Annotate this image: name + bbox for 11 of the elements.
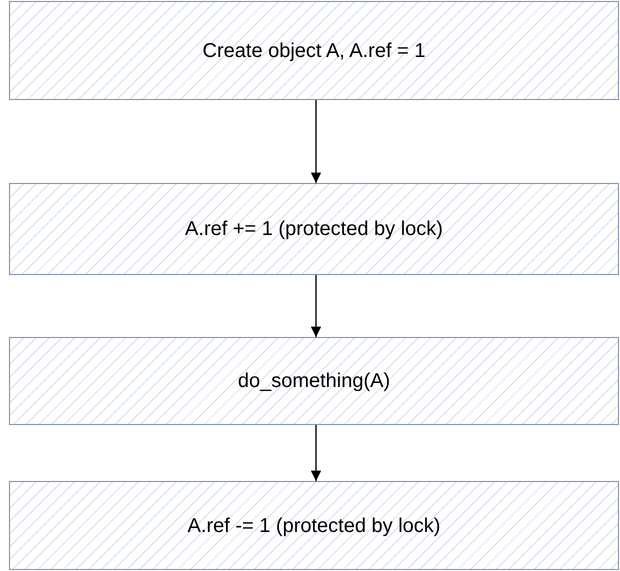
arrow	[310, 100, 322, 183]
box-label: do_something(A)	[238, 369, 390, 394]
process-box	[9, 183, 619, 275]
arrow	[310, 425, 322, 481]
process-box	[9, 1, 619, 100]
process-box	[9, 337, 619, 425]
box-label: A.ref -= 1 (protected by lock)	[188, 514, 440, 538]
arrow	[310, 275, 322, 337]
process-box	[9, 481, 619, 570]
box-label: A.ref += 1 (protected by lock)	[185, 217, 443, 242]
box-label: Create object A, A.ref = 1	[202, 38, 426, 64]
